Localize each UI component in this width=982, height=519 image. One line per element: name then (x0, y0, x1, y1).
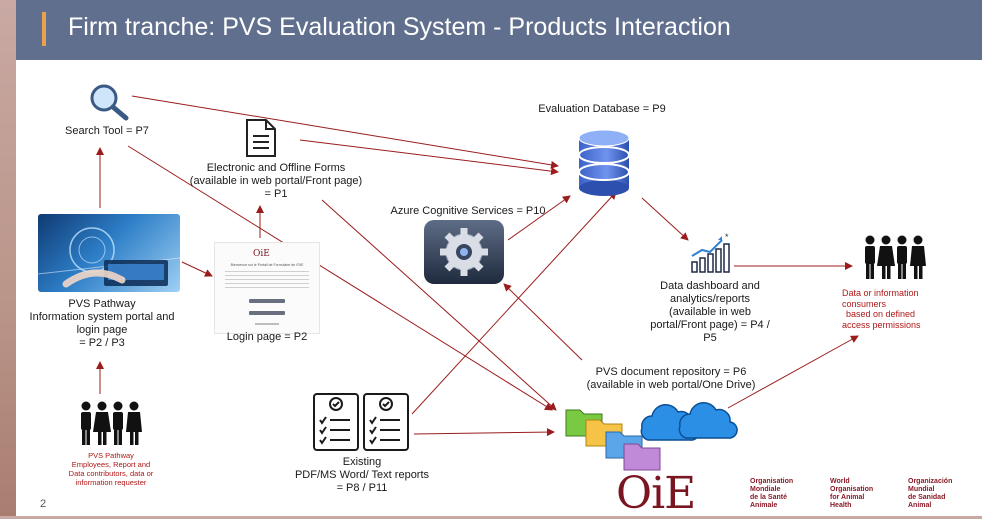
laptop-icon (38, 227, 180, 288)
existing-reports-line-1: Existing (342, 456, 382, 468)
arrow-db-to-dashboard (641, 197, 689, 241)
pvs-pathway-label: PVS Pathway Information system portal an… (22, 298, 182, 350)
arrow-cloud-to-consumers (727, 335, 859, 409)
org-name-spanish: Organización Mundial de Sanidad Animal (908, 478, 953, 510)
svg-text:*: * (725, 232, 729, 242)
repository-label: PVS document repository = P6 (available … (556, 366, 786, 392)
people-left-line-1: PVS Pathway (88, 451, 134, 460)
pvs-pathway-line-4: = P2 / P3 (79, 336, 125, 349)
arrow-search-to-repo (127, 145, 553, 411)
consumers-line-4: access permissions (842, 319, 921, 330)
chart-icon: * (691, 232, 730, 273)
search-tool-node (82, 80, 138, 122)
existing-reports-node (312, 392, 412, 452)
login-thumb-button-2 (249, 311, 285, 315)
oie-logo: OiE (616, 468, 696, 519)
slide: Firm tranche: PVS Evaluation System - Pr… (16, 0, 982, 519)
azure-node (424, 220, 504, 284)
consumers-line-1: Data or information (842, 288, 919, 298)
existing-reports-line-3: = P8 / P11 (336, 481, 388, 494)
org-name-english: World Organisation for Animal Health (830, 478, 874, 510)
pvs-pathway-line-1: PVS Pathway (68, 298, 136, 310)
folder-icon (565, 409, 661, 471)
arrow-reports-to-repo (413, 428, 555, 437)
search-tool-label: Search Tool = P7 (65, 125, 149, 137)
login-page-thumbnail: OiE Bienvenue sur le Portail de Formulai… (214, 242, 320, 334)
arrow-repo-to-azure (503, 283, 583, 361)
repository-node (562, 396, 740, 474)
cloud-icon (640, 402, 738, 441)
pvs-pathway-line-3: login page (76, 323, 128, 336)
org-name-french: Organisation Mondiale de la Santé Animal… (750, 478, 794, 510)
repository-line-2: (available in web portal/One Drive) (586, 378, 756, 391)
people-icon (81, 401, 142, 445)
document-icon (246, 119, 276, 157)
database-icon (578, 129, 630, 196)
arrow-forms-to-repo (321, 199, 557, 411)
login-page-label: Login page = P2 (226, 331, 308, 343)
dashboard-line-1: Data dashboard and (660, 280, 760, 292)
dashboard-line-4: portal/Front page) = P4 / (650, 318, 770, 331)
folder-cloud-group (565, 402, 738, 471)
people-left-line-3: Data contributors, data or (68, 468, 154, 478)
existing-reports-line-2: PDF/MS Word/ Text reports (294, 468, 430, 481)
people-left-line-2: Employees, Report and (71, 459, 151, 469)
people-left-line-4: information requester (75, 477, 147, 487)
forms-node (244, 118, 278, 158)
existing-reports-label: Existing PDF/MS Word/ Text reports = P8 … (272, 456, 452, 495)
magnifier-icon (90, 84, 129, 121)
dashboard-line-2: analytics/reports (669, 292, 751, 305)
arrow-forms-to-db (299, 139, 559, 176)
consumers-line-3: based on defined (846, 309, 916, 320)
login-thumb-heading: Bienvenue sur le Portail de Formulaire d… (230, 263, 304, 267)
page-number: 2 (40, 498, 47, 510)
gear-icon (440, 228, 488, 276)
pvs-pathway-line-2: Information system portal and (29, 310, 175, 323)
arrow-pathway-to-login (181, 261, 213, 277)
checklist-icon (313, 393, 409, 451)
connector-arrows (96, 95, 859, 437)
forms-line-3: = P1 (264, 187, 288, 200)
consumers-line-2: consumers (842, 298, 887, 309)
dashboard-line-3: (available in web (669, 305, 751, 318)
evaluation-db-label: Evaluation Database = P9 (538, 103, 666, 115)
pvs-pathway-image (38, 214, 180, 292)
login-thumb-button-1 (249, 299, 285, 303)
forms-line-2: (available in web portal/Front page) (189, 174, 363, 187)
title-accent (42, 12, 46, 46)
arrow-azure-to-db (507, 195, 571, 241)
login-thumb-text (225, 271, 309, 289)
forms-label: Electronic and Offline Forms (available … (186, 162, 366, 201)
azure-label: Azure Cognitive Services = P10 (390, 205, 546, 217)
people-left-label: PVS Pathway Employees, Report and Data c… (46, 451, 176, 487)
dashboard-label: Data dashboard and analytics/reports (av… (642, 280, 778, 345)
consumers-label: Data or information consumers based on d… (842, 288, 952, 330)
forms-line-1: Electronic and Offline Forms (206, 162, 346, 174)
database-node (576, 128, 632, 198)
login-thumb-logo: OiE (253, 249, 270, 259)
consumers-node (862, 234, 926, 280)
arrow-search-to-db (131, 95, 559, 169)
dashboard-line-5: P5 (703, 331, 717, 344)
arrow-reports-to-db (411, 191, 617, 415)
title-bar: Firm tranche: PVS Evaluation System - Pr… (16, 0, 982, 60)
dashboard-node: * (688, 232, 734, 274)
people-icon (865, 235, 926, 279)
repository-line-1: PVS document repository = P6 (595, 366, 747, 378)
slide-title: Firm tranche: PVS Evaluation System - Pr… (68, 13, 731, 41)
login-thumb-footer (255, 323, 279, 325)
people-left-node (78, 400, 142, 446)
